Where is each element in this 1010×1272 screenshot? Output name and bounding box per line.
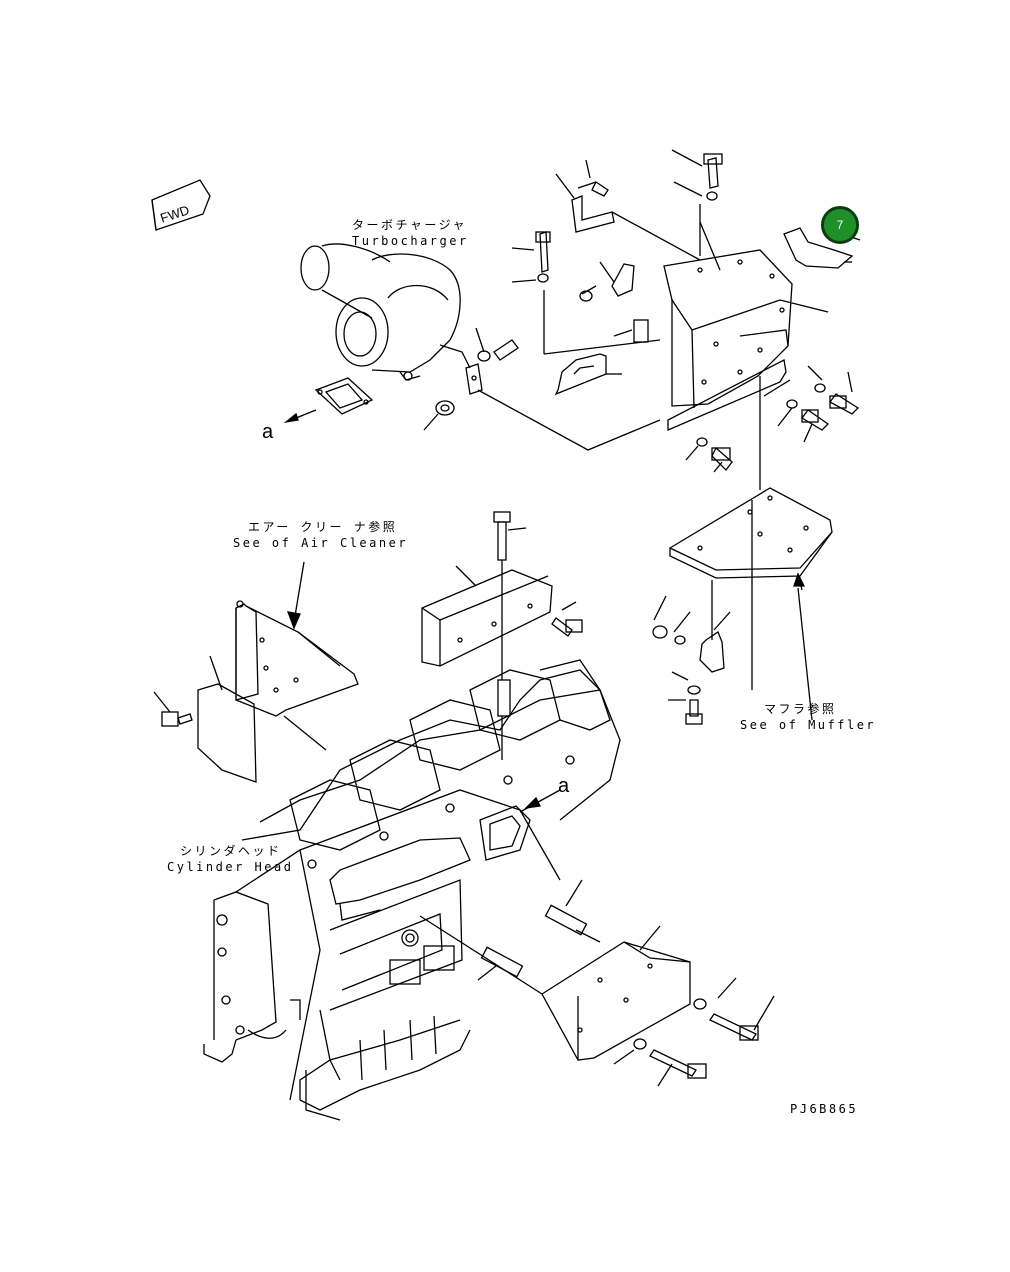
turbocharger — [300, 243, 471, 381]
heat-shield-assembly — [477, 149, 861, 490]
air-cleaner-jp-label: エアー クリー ナ参照 — [248, 520, 398, 534]
drawing-code-label: PJ6B865 — [790, 1102, 859, 1116]
cylinder-head-jp-label: シリンダヘッド — [180, 844, 282, 858]
lower-heat-shield — [419, 879, 775, 1087]
fwd-arrow-icon: FWD — [151, 179, 211, 231]
turbo-bracket — [423, 327, 519, 431]
turbo-gasket — [314, 377, 374, 415]
cylinder-head-en-label: Cylinder Head — [167, 860, 294, 874]
svg-text:FWD: FWD — [158, 202, 191, 225]
turbocharger-en-label: Turbocharger — [352, 234, 469, 248]
muffler-en-label: See of Muffler — [740, 718, 877, 732]
engine-block — [203, 659, 621, 1121]
manifold-cover — [421, 511, 583, 760]
reference-letter-a-mid: a — [558, 775, 570, 797]
turbocharger-jp-label: ターボチャージャ — [352, 218, 468, 232]
muffler-bracket-plate — [652, 487, 833, 725]
reference-letter-a-top: a — [262, 421, 274, 443]
callout-number: 7 — [836, 218, 844, 232]
air-cleaner-bracket — [153, 561, 359, 783]
air-cleaner-en-label: See of Air Cleaner — [233, 536, 409, 550]
callout-badge-7[interactable]: 7 — [821, 206, 859, 244]
muffler-jp-label: マフラ参照 — [764, 702, 837, 716]
